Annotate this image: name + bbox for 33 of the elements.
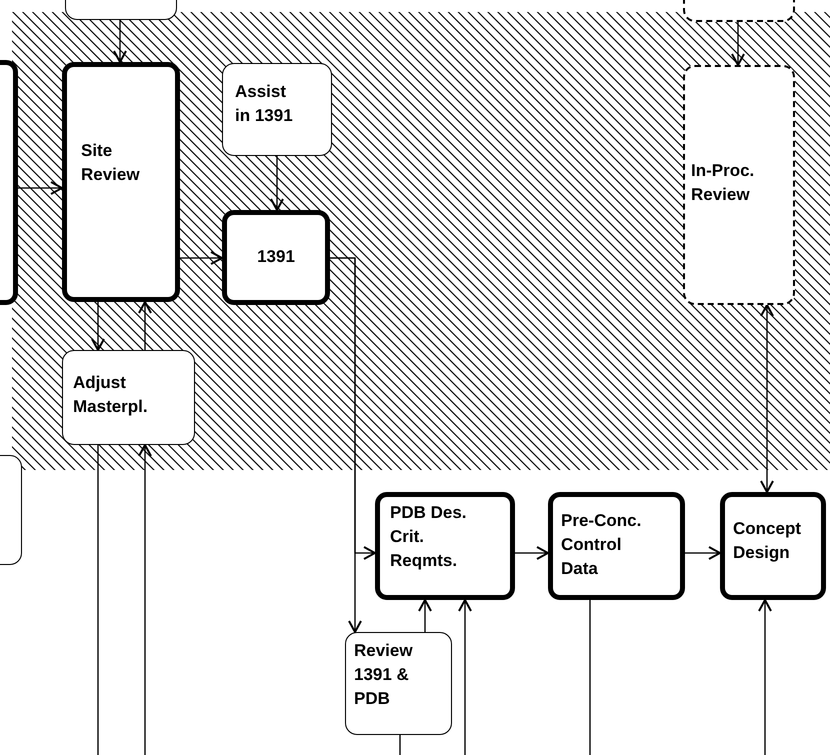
- connector-line: [97, 445, 99, 755]
- arrow: [113, 20, 127, 63]
- arrow: [418, 599, 432, 632]
- process-box: [345, 632, 452, 735]
- arrow: [330, 257, 376, 560]
- arrow: [760, 304, 774, 493]
- box-label: Pre-Conc. Control Data: [561, 510, 642, 580]
- box-label: 1391: [256, 246, 296, 268]
- process-box: [62, 62, 180, 302]
- arrow: [138, 301, 152, 350]
- arrow: [758, 599, 772, 755]
- box-label: PDB Des. Crit. Reqmts.: [390, 502, 468, 572]
- process-box: [720, 492, 826, 600]
- box-label: Site Review: [81, 140, 141, 186]
- arrow: [138, 444, 152, 755]
- process-box: [375, 492, 515, 600]
- box-label: Concept Design: [733, 518, 802, 564]
- process-box: [62, 350, 195, 445]
- process-box: [222, 210, 330, 305]
- arrow: [685, 546, 721, 560]
- arrow: [731, 22, 745, 66]
- connector-line: [589, 600, 591, 755]
- arrow: [515, 546, 549, 560]
- process-box: [548, 492, 685, 600]
- arrow: [458, 599, 472, 755]
- process-box: [222, 63, 332, 156]
- arrow: [180, 251, 223, 265]
- box-label: Review 1391 & PDB: [354, 640, 414, 710]
- box-label: In-Proc. Review: [691, 160, 756, 206]
- review-box: [683, 65, 795, 305]
- connector-line: [399, 735, 401, 755]
- box-label: Assist in 1391: [235, 81, 294, 127]
- box-label: Adjust Masterpl.: [73, 372, 149, 418]
